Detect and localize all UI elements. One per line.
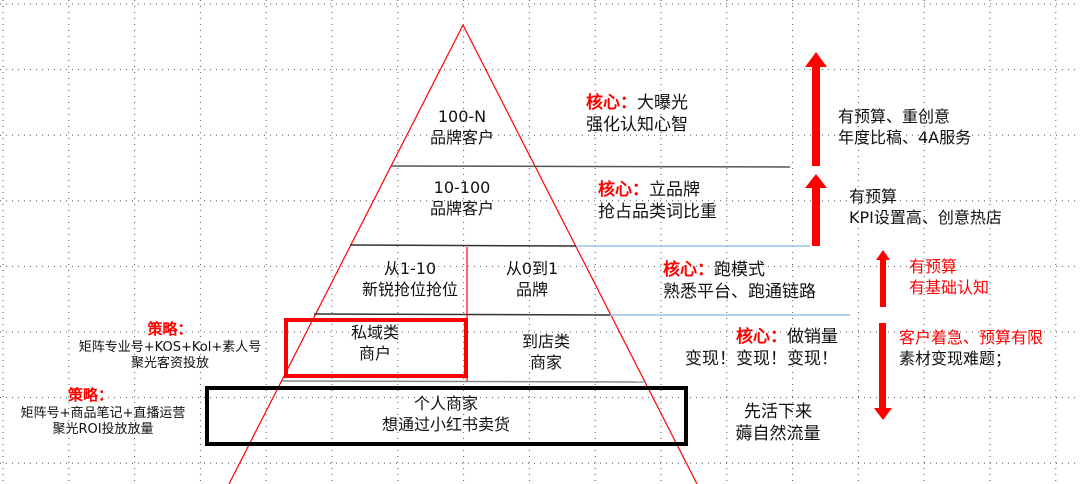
tier3-left-line1: 从1-10 <box>383 259 437 278</box>
tier1-range: 100-N <box>437 107 487 126</box>
core-detail: 变现！变现！变现！ <box>685 349 838 370</box>
arrow-double-4 <box>874 323 892 420</box>
core-head: 做销量 <box>787 327 838 347</box>
core-tier2: 核心：立品牌 抢占品类词比重 <box>598 179 717 223</box>
tier4-left-line1: 私域类 <box>350 323 400 342</box>
condition-line1: 有预算 <box>909 257 958 276</box>
core-label: 核心： <box>663 260 714 280</box>
core-detail: 抢占品类词比重 <box>598 202 717 223</box>
tier3-right-line2: 品牌 <box>515 279 548 299</box>
strategy-line2: 聚光ROI投放放量 <box>52 422 154 438</box>
tier2-label: 10-100 品牌客户 <box>430 178 494 220</box>
core-tier1: 核心：大曝光 强化认知心智 <box>586 92 688 136</box>
tier2-range: 10-100 <box>433 178 491 197</box>
condition-line2: KPI设置高、创意热店 <box>849 207 1002 227</box>
strategy-line1: 矩阵号+商品笔记+直播运营 <box>20 405 186 421</box>
condition-line2: 素材变现难题； <box>899 348 1012 368</box>
core-tier5-line2: 薅自然流量 <box>735 424 821 445</box>
individual-merchant-frame <box>205 386 688 446</box>
tier3-right-label: 从0到1 品牌 <box>506 259 558 301</box>
tier-divider-4 <box>281 380 647 383</box>
tier4-left-line2: 商户 <box>358 343 392 363</box>
strategy-label: 策略： <box>147 320 193 338</box>
tier-divider-3 <box>313 313 611 316</box>
tier4-right-line1: 到店类 <box>521 332 571 351</box>
tier3-right-line1: 从0到1 <box>505 259 559 278</box>
condition-line1: 客户着急、预算有限 <box>899 328 1044 347</box>
core-tier4: 核心：做销量 变现！变现！变现！ <box>685 326 838 370</box>
core-label: 核心： <box>736 327 787 347</box>
core-tier5-line1: 先活下来 <box>744 402 812 422</box>
tier3-left-line2: 新锐抢位抢位 <box>361 279 459 299</box>
core-label: 核心： <box>598 180 649 200</box>
condition-line2: 年度比稿、4A服务 <box>838 127 972 147</box>
strategy-label: 策略： <box>67 386 114 404</box>
private-domain-highlight <box>284 318 468 378</box>
tier4-right-label: 到店类 商家 <box>522 332 570 374</box>
strategy-line1: 矩阵专业号+KOS+Kol+素人号 <box>78 339 262 355</box>
condition-tier2: 有预算 KPI设置高、创意热店 <box>849 187 1002 229</box>
tier1-label: 100-N 品牌客户 <box>430 107 494 149</box>
tier5-line1: 个人商家 <box>413 394 479 413</box>
condition-line1: 有预算 <box>849 187 898 206</box>
arrow-double-3 <box>876 250 890 307</box>
tier1-type: 品牌客户 <box>429 127 495 147</box>
tier-divider-1 <box>390 165 791 168</box>
core-detail: 熟悉平台、跑通链路 <box>663 282 816 303</box>
arrow-up-2 <box>805 174 827 246</box>
core-head: 跑模式 <box>714 260 765 280</box>
tier-divider-2 <box>349 244 577 247</box>
pyramid-left-edge <box>228 24 464 484</box>
core-head: 立品牌 <box>649 180 700 200</box>
core-head: 大曝光 <box>637 93 688 113</box>
tier5-label: 个人商家 想通过小红书卖货 <box>382 394 510 436</box>
pyramid-right-edge <box>462 24 698 484</box>
core-tier3: 核心：跑模式 熟悉平台、跑通链路 <box>663 259 816 303</box>
core-detail: 强化认知心智 <box>586 115 688 136</box>
condition-tier1: 有预算、重创意 年度比稿、4A服务 <box>838 107 971 149</box>
tier3-left-label: 从1-10 新锐抢位抢位 <box>362 259 458 301</box>
strategy-tier5: 策略： 矩阵号+商品笔记+直播运营 聚光ROI投放放量 <box>21 386 186 439</box>
tier4-right-line2: 商家 <box>529 352 563 372</box>
tier4-left-label: 私域类 商户 <box>351 323 399 365</box>
tier2-type: 品牌客户 <box>429 198 495 218</box>
condition-tier3: 有预算 有基础认知 <box>909 257 989 299</box>
strategy-line2: 聚光客资投放 <box>130 356 210 372</box>
condition-line2: 有基础认知 <box>909 277 990 297</box>
condition-tier4: 客户着急、预算有限 素材变现难题； <box>899 328 1043 370</box>
strategy-tier4: 策略： 矩阵专业号+KOS+Kol+素人号 聚光客资投放 <box>79 320 261 373</box>
arrow-up-1 <box>805 52 827 166</box>
condition-line1: 有预算、重创意 <box>838 107 951 126</box>
tier5-line2: 想通过小红书卖货 <box>381 414 511 434</box>
core-tier5: 先活下来 薅自然流量 <box>736 401 821 445</box>
core-label: 核心： <box>586 93 637 113</box>
